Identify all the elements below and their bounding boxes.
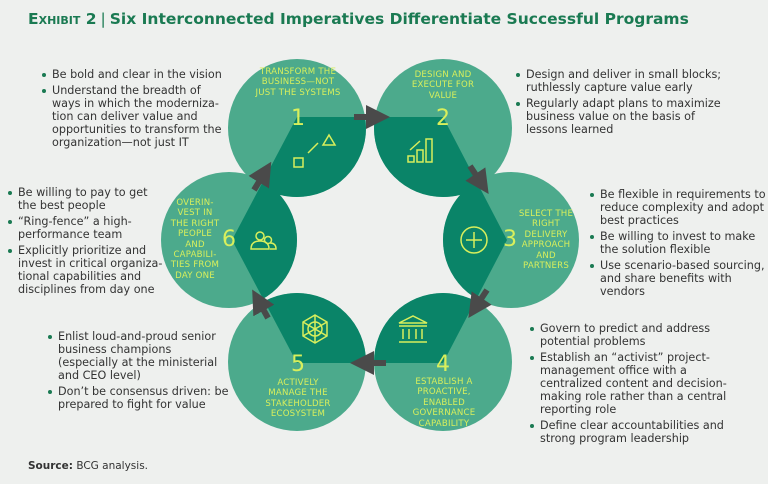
source-text: BCG analysis.	[76, 460, 149, 472]
government-building-icon	[398, 315, 428, 343]
bullet: Understand the breadth of ways in which …	[40, 84, 230, 149]
imperative-6-label: Overin-vest in the right people and capa…	[170, 198, 220, 281]
imperative-3-bullets: Be flexible in requirements to reduce co…	[588, 188, 766, 301]
bullet: Design and deliver in small blocks; ruth…	[514, 68, 724, 94]
arrow-6-to-1	[248, 161, 272, 192]
imperative-2-label: Design and execute for value	[411, 70, 475, 101]
imperative-2-number: 2	[436, 106, 450, 131]
plus-circle-icon	[460, 226, 488, 254]
bullet: “Ring-fence” a high-performance team	[6, 215, 168, 241]
imperative-4-label: Establish a proactive, enabled governanc…	[412, 377, 476, 429]
imperative-6-bullets: Be willing to pay to get the best people…	[6, 186, 168, 299]
bullet: Explicitly prioritize and invest in crit…	[6, 244, 168, 296]
bullet: Use scenario-based sourcing, and share b…	[588, 259, 766, 298]
imperative-3-number: 3	[503, 227, 517, 252]
bullet: Establish an “activist” project-manageme…	[528, 351, 728, 416]
imperative-2-bullets: Design and deliver in small blocks; ruth…	[514, 68, 724, 139]
imperative-6-number: 6	[222, 227, 236, 252]
imperative-1-label: Transform the business—not just the syst…	[255, 67, 341, 98]
bullet: Regularly adapt plans to maximize busine…	[514, 97, 724, 136]
bullet: Be willing to invest to make the solutio…	[588, 230, 766, 256]
shapes-transform-icon	[293, 133, 337, 168]
title-text: Six Interconnected Imperatives Different…	[109, 10, 689, 28]
imperative-5-bullets: Enlist loud-and-proud senior business ch…	[46, 330, 230, 414]
imperative-4-number: 4	[436, 352, 450, 377]
imperative-5-label: Actively manage the stakeholder ecosyste…	[265, 378, 331, 420]
arrow-5-to-6	[252, 289, 275, 320]
imperative-4-bullets: Govern to predict and address potential …	[528, 322, 728, 448]
bullet: Govern to predict and address potential …	[528, 322, 728, 348]
arrow-2-to-3	[465, 164, 489, 194]
imperative-1-number: 1	[291, 106, 305, 131]
imperative-3-label: Select the right delivery approach and p…	[518, 209, 574, 272]
exhibit-number: Exhibit 2	[28, 10, 97, 28]
exhibit-title: Exhibit 2|Six Interconnected Imperatives…	[28, 10, 689, 28]
title-separator: |	[100, 10, 106, 28]
imperative-1-bullets: Be bold and clear in the vision Understa…	[40, 68, 230, 152]
imperative-5-number: 5	[291, 352, 305, 377]
bullet: Don’t be consensus driven: be prepared t…	[46, 385, 230, 411]
arrow-3-to-4	[468, 288, 492, 318]
bar-chart-growth-icon	[407, 138, 433, 163]
bullet: Enlist loud-and-proud senior business ch…	[46, 330, 230, 382]
bullet: Be bold and clear in the vision	[40, 68, 230, 81]
source-note: Source: BCG analysis.	[28, 460, 148, 472]
network-icon	[302, 314, 328, 344]
bullet: Be willing to pay to get the best people	[6, 186, 168, 212]
source-label: Source:	[28, 460, 73, 472]
bullet: Define clear accountabilities and strong…	[528, 419, 728, 445]
bullet: Be flexible in requirements to reduce co…	[588, 188, 766, 227]
people-icon	[250, 231, 277, 250]
